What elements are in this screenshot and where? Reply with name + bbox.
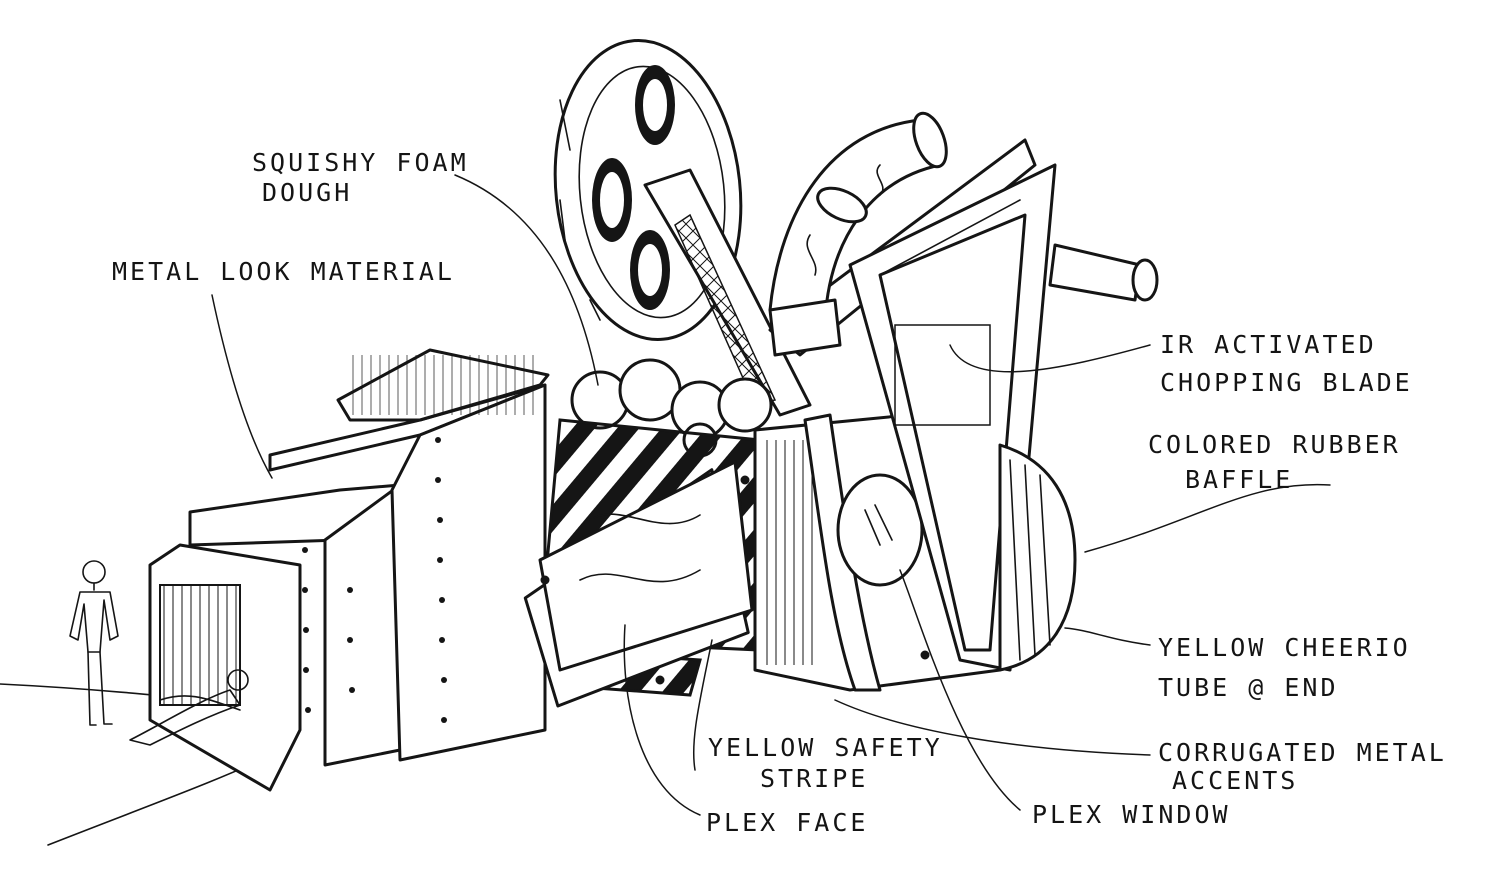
label-cheerio-tube-line2: TUBE @ END [1158,673,1339,702]
metal-stairs [148,348,550,792]
label-rubber-baffle-line1: COLORED RUBBER [1148,430,1401,459]
label-plex-window: PLEX WINDOW [1032,800,1231,829]
label-rubber-baffle-line2: BAFFLE [1185,465,1294,494]
person-figure [69,560,119,726]
label-squishy-foam-line2: DOUGH [262,178,353,207]
label-cheerio-tube-line1: YELLOW CHEERIO [1158,633,1411,662]
label-ir-blade-line2: CHOPPING BLADE [1160,368,1413,397]
label-squishy-foam-line1: SQUISHY FOAM [252,148,469,177]
plex-face-panel [523,460,754,708]
foam-dough [570,358,773,458]
label-plex-face: PLEX FACE [706,808,869,837]
leader-lines [211,174,1331,816]
label-corrugated-line1: CORRUGATED METAL [1158,738,1447,767]
label-ir-blade-line1: IR ACTIVATED [1160,330,1377,359]
label-metal-look: METAL LOOK MATERIAL [112,257,455,286]
label-corrugated-line2: ACCENTS [1172,766,1299,795]
pipe-tube [768,111,1159,357]
rubber-baffle [998,443,1077,672]
label-safety-stripe-line2: STRIPE [760,764,869,793]
label-safety-stripe-line1: YELLOW SAFETY [708,733,943,762]
crawling-figure [129,669,249,746]
